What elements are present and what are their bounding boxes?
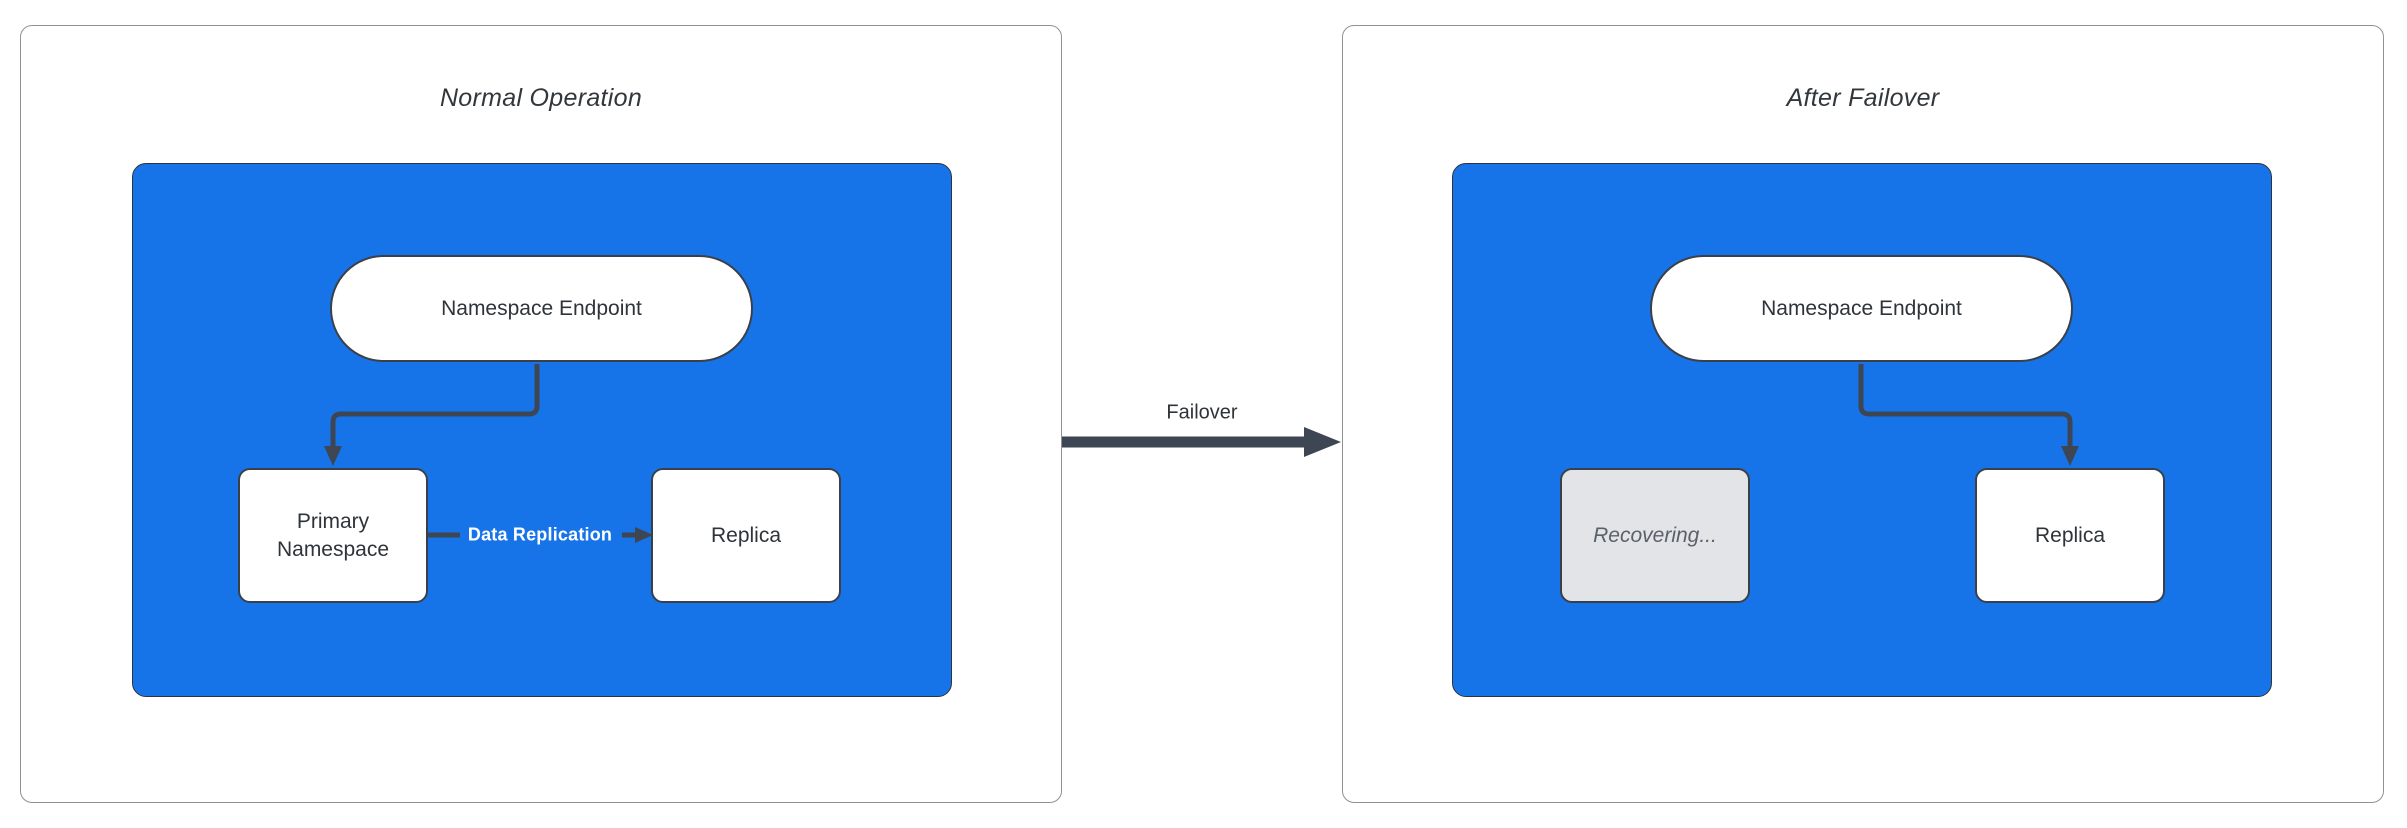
namespace-group-failover bbox=[1452, 163, 2272, 697]
node-label-replica-failover: Replica bbox=[2034, 523, 2106, 547]
node-primary-namespace: Primary Namespace bbox=[238, 468, 428, 603]
node-label-namespace-endpoint-normal: Namespace Endpoint bbox=[441, 296, 642, 320]
node-replica-normal: Replica bbox=[651, 468, 841, 603]
arrowhead-failover-icon bbox=[1304, 427, 1341, 457]
panel-title-normal-operation: Normal Operation bbox=[439, 84, 643, 112]
panel-title-after-failover: After Failover bbox=[1786, 84, 1940, 112]
node-replica-failover: Replica bbox=[1975, 468, 2165, 603]
node-recovering: Recovering... bbox=[1560, 468, 1750, 603]
edge-label-failover: Failover bbox=[1166, 401, 1238, 424]
edge-label-data-replication: Data Replication bbox=[467, 524, 613, 545]
node-namespace-endpoint-failover: Namespace Endpoint bbox=[1650, 255, 2073, 362]
node-label-primary-namespace: Primary Namespace bbox=[276, 510, 390, 561]
node-label-replica-normal: Replica bbox=[710, 523, 782, 547]
node-namespace-endpoint-normal: Namespace Endpoint bbox=[330, 255, 753, 362]
namespace-group-normal bbox=[132, 163, 952, 697]
node-label-recovering: Recovering... bbox=[1593, 523, 1717, 547]
node-label-namespace-endpoint-failover: Namespace Endpoint bbox=[1761, 296, 1962, 320]
